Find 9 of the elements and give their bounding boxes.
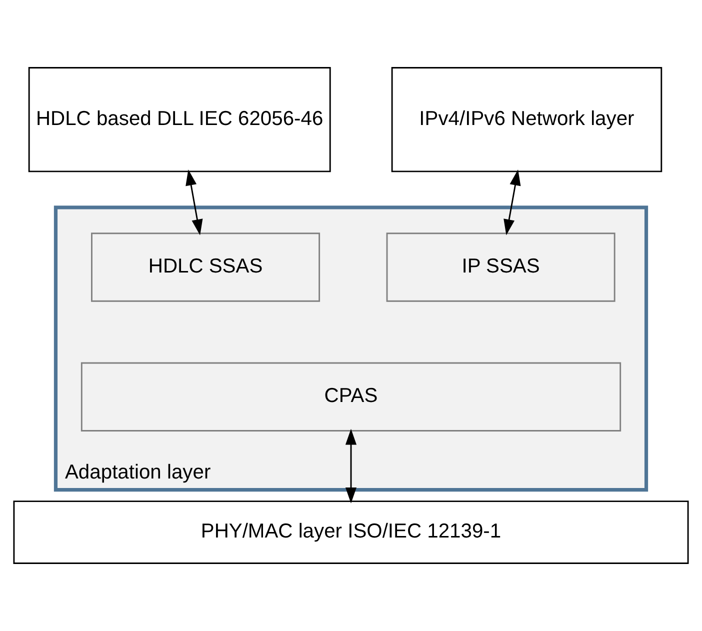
node-box: PHY/MAC layer ISO/IEC 12139-1 (13, 500, 689, 564)
node-box: HDLC SSAS (91, 232, 320, 302)
node-box: IP SSAS (386, 232, 616, 302)
node-box: CPAS (80, 362, 622, 432)
arrow (345, 428, 357, 504)
arrow (186, 170, 203, 236)
arrow (504, 170, 521, 236)
node-box: HDLC based DLL IEC 62056-46 (28, 67, 331, 172)
node-box: IPv4/IPv6 Network layer (391, 67, 662, 172)
